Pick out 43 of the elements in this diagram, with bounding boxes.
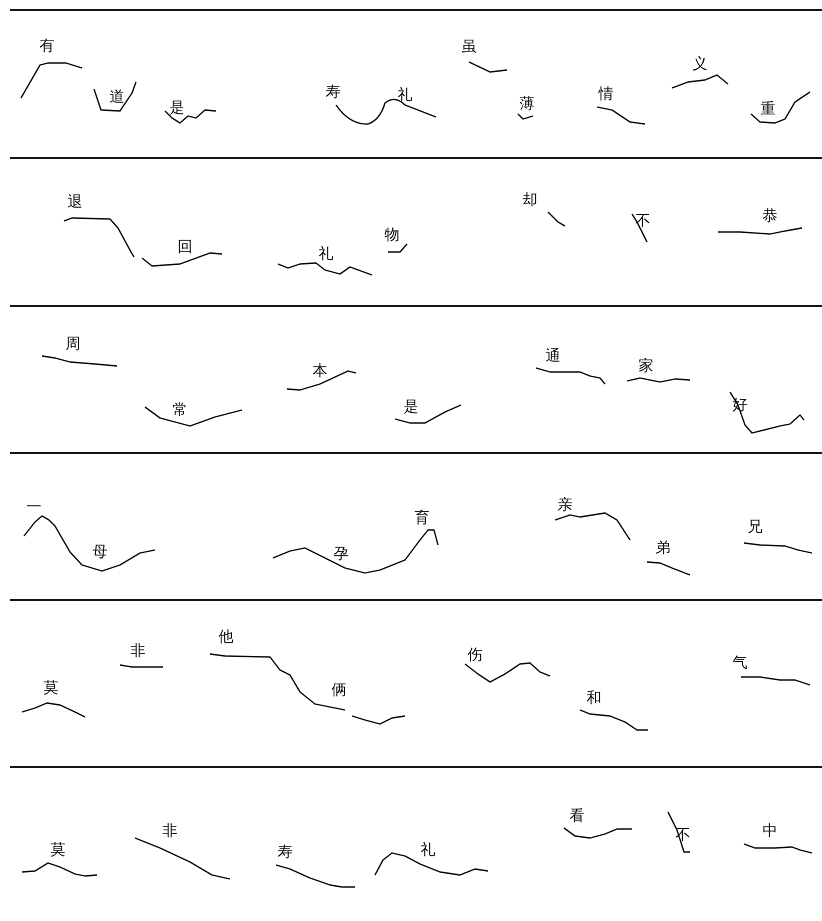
- syllable-label: 家: [638, 358, 654, 374]
- syllable-label: 礼: [318, 246, 334, 262]
- syllable-label: 是: [170, 100, 184, 116]
- syllable-label: 本: [312, 364, 328, 378]
- syllable-label: 气: [732, 656, 748, 670]
- syllable-label: 育: [414, 510, 430, 526]
- syllable-label: 一: [26, 500, 42, 514]
- syllable-label: 看: [570, 808, 584, 824]
- syllable-label: 情: [598, 86, 614, 102]
- syllable-label: 亲: [558, 498, 572, 512]
- syllable-label: 退: [68, 194, 82, 210]
- syllable-label: 莫: [44, 680, 58, 696]
- syllable-label: 寿: [278, 844, 292, 860]
- syllable-label: 道: [110, 90, 124, 104]
- syllable-label: 伤: [468, 648, 482, 662]
- syllable-label: 母: [92, 544, 108, 560]
- syllable-label: 物: [384, 228, 400, 242]
- syllable-label: 恭: [762, 208, 778, 224]
- syllable-label: 却: [522, 192, 538, 208]
- syllable-label: 寿: [326, 84, 340, 100]
- syllable-label: 周: [66, 336, 80, 352]
- syllable-label: 礼: [398, 88, 412, 102]
- syllable-label: 回: [178, 240, 192, 254]
- syllable-label: 弟: [656, 540, 670, 556]
- syllable-label: 不: [636, 214, 650, 228]
- syllable-label: 孕: [334, 546, 348, 562]
- syllable-label: 兄: [748, 520, 762, 534]
- syllable-label: 非: [162, 824, 178, 838]
- syllable-label: 他: [218, 630, 234, 644]
- syllable-label: 非: [130, 644, 146, 658]
- syllable-label: 是: [404, 400, 418, 414]
- syllable-label: 常: [172, 402, 188, 418]
- syllable-label: 虽: [462, 40, 476, 54]
- syllable-label: 通: [546, 348, 560, 364]
- syllable-label: 中: [762, 824, 778, 838]
- syllable-label: 义: [692, 56, 708, 72]
- syllable-label: 有: [40, 38, 54, 54]
- syllable-label: 礼: [420, 842, 436, 858]
- syllable-label: 俩: [332, 682, 346, 698]
- syllable-label: 莫: [50, 842, 66, 858]
- syllable-label: 重: [760, 102, 776, 116]
- syllable-label: 薄: [520, 96, 534, 112]
- syllable-label: 和: [586, 690, 602, 706]
